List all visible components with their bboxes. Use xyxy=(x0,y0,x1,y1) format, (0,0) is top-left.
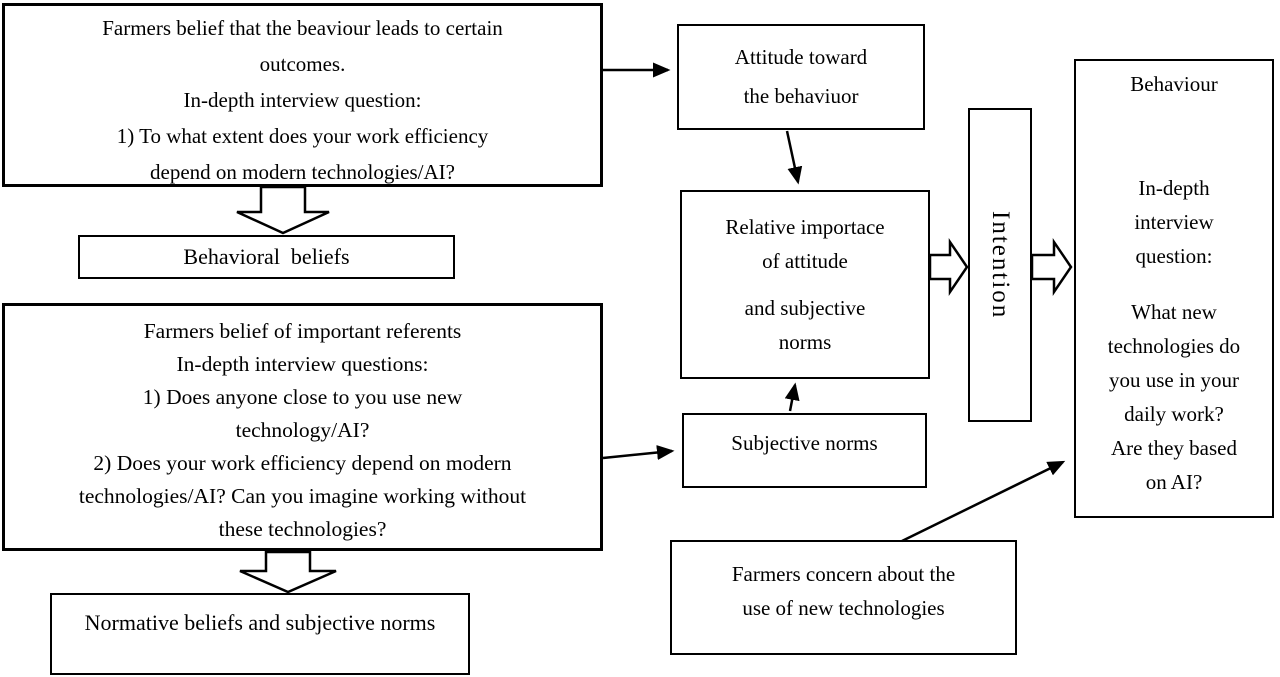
box-intention: Intention xyxy=(968,108,1032,422)
text-line: 2) Does your work efficiency depend on m… xyxy=(93,451,512,475)
text-line: technologies do xyxy=(1107,334,1241,358)
text-line: outcomes. xyxy=(259,52,346,76)
paragraph: Relative importace of attitude xyxy=(725,210,884,278)
block-arrow-intention-to-behaviour xyxy=(1030,237,1073,297)
text-line: Farmers concern about the xyxy=(731,561,956,586)
text-line: on AI? xyxy=(1145,470,1203,494)
text-line: Farmers belief that the beaviour leads t… xyxy=(102,16,503,40)
text-line: 1) To what extent does your work efficie… xyxy=(116,124,489,148)
text-line: In-depth interview questions: xyxy=(176,352,429,376)
question-label: In-depth interview question: xyxy=(1134,171,1213,273)
box-label: Intention xyxy=(987,210,1014,320)
arrow-subjective-to-relative-importance xyxy=(784,382,800,412)
box-label: Normative beliefs and subjective norms xyxy=(84,610,436,635)
box-normative-beliefs-source: Farmers belief of important referents In… xyxy=(2,303,603,551)
box-behaviour: Behaviour In-depth interview question: W… xyxy=(1074,59,1274,518)
text-line: the behaviuor xyxy=(743,83,859,108)
text-line: question: xyxy=(1135,244,1213,268)
text-line: use of new technologies xyxy=(742,595,945,620)
text-line: technologies/AI? Can you imagine working… xyxy=(78,484,527,508)
arrow-source-to-subjective-norms xyxy=(602,445,675,460)
question-text: What new technologies do you use in your… xyxy=(1108,295,1240,499)
block-arrow-source-to-behavioral-beliefs xyxy=(236,185,330,235)
box-label: Behavioral beliefs xyxy=(183,244,350,269)
box-behavioral-beliefs-source: Farmers belief that the beaviour leads t… xyxy=(2,3,603,187)
box-attitude-toward-behaviour: Attitude toward the behaviuor xyxy=(677,24,925,130)
text-line: interview xyxy=(1134,210,1214,234)
box-label: Subjective norms xyxy=(731,431,878,455)
block-arrow-source-to-normative-beliefs xyxy=(239,550,337,594)
text-line: Are they based xyxy=(1111,436,1237,460)
text-line: Attitude toward xyxy=(734,45,868,70)
text-line: In-depth interview question: xyxy=(183,88,422,112)
text-line: technology/AI? xyxy=(235,418,370,442)
paragraph: and subjective norms xyxy=(745,291,866,359)
text-line: In-depth xyxy=(1138,176,1210,200)
text-line: Farmers belief of important referents xyxy=(143,319,462,343)
box-farmers-concern: Farmers concern about the use of new tec… xyxy=(670,540,1017,655)
text-line: depend on modern technologies/AI? xyxy=(150,160,455,184)
box-normative-beliefs: Normative beliefs and subjective norms xyxy=(50,593,470,675)
text-line: daily work? xyxy=(1124,402,1224,426)
text-line: these technologies? xyxy=(218,517,387,541)
block-arrow-relative-to-intention xyxy=(928,237,969,297)
box-title: Behaviour xyxy=(1130,72,1218,96)
text-line: 1) Does anyone close to you use new xyxy=(142,385,463,409)
text-line: and subjective xyxy=(744,296,866,321)
text-line: Relative importace xyxy=(725,214,885,239)
text-line: you use in your xyxy=(1108,368,1240,392)
box-relative-importance: Relative importace of attitude and subje… xyxy=(680,190,930,379)
text-line: norms xyxy=(778,330,832,355)
box-subjective-norms: Subjective norms xyxy=(682,413,927,488)
text-line: What new xyxy=(1131,300,1217,324)
text-line: of attitude xyxy=(762,248,848,273)
box-behavioral-beliefs: Behavioral beliefs xyxy=(78,235,455,279)
arrow-attitude-to-relative-importance xyxy=(785,130,803,185)
